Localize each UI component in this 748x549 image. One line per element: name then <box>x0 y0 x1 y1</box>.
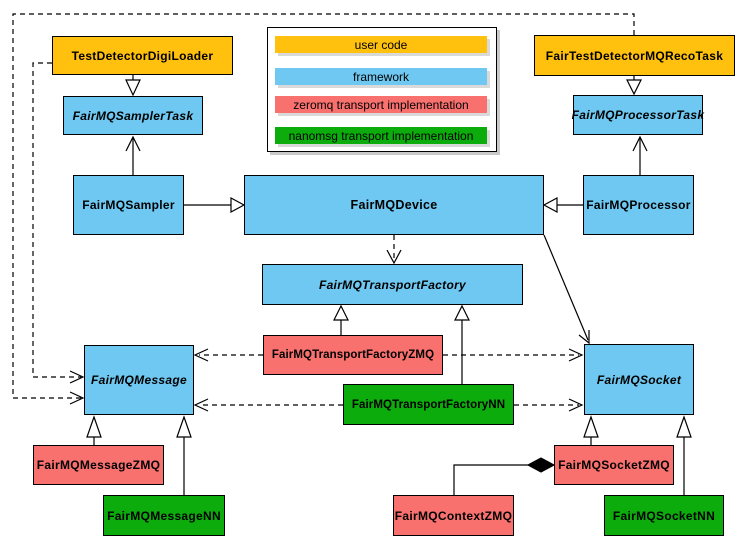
arrow-device-to-socket <box>543 234 590 345</box>
node-fairmqprocessortask: FairMQProcessorTask <box>572 95 704 135</box>
generalization-processor-device <box>542 196 583 214</box>
node-fairmqtransportfactoryzmq: FairMQTransportFactoryZMQ <box>263 335 443 375</box>
node-fairmqsocket: FairMQSocket <box>584 344 694 415</box>
node-fairmqmessage: FairMQMessage <box>84 345 194 415</box>
node-fairmqprocessor: FairMQProcessor <box>583 175 694 235</box>
arrow-processor-to-processortask <box>632 135 648 175</box>
node-testdetectordigiloader: TestDetectorDigiLoader <box>52 36 233 75</box>
dependency-recotask-to-message <box>12 13 635 405</box>
legend-item-framework: framework <box>275 68 487 85</box>
generalization-socketnn-socket <box>676 415 692 495</box>
dependency-digiloader-to-message <box>32 62 85 384</box>
node-fairmqsampler: FairMQSampler <box>73 175 184 235</box>
node-fairmqtransportfactorynn: FairMQTransportFactoryNN <box>343 384 514 425</box>
dependency-factorynn-to-socket <box>514 398 584 412</box>
generalization-messagezmq-message <box>86 415 102 445</box>
node-fairmqmessagenn: FairMQMessageNN <box>103 495 225 536</box>
arrow-sampler-to-samplertask <box>125 135 141 175</box>
dependency-factorynn-to-message <box>193 398 343 412</box>
legend-item-user-code: user code <box>275 36 487 53</box>
dependency-device-to-transportfactory <box>386 235 402 265</box>
node-fairmqmessagezmq: FairMQMessageZMQ <box>33 445 164 485</box>
node-fairtestdetectormqrecotask: FairTestDetectorMQRecoTask <box>534 35 735 76</box>
generalization-recotask-processortask <box>626 76 642 96</box>
generalization-messagenn-message <box>176 415 192 495</box>
legend: user code framework zeromq transport imp… <box>267 27 497 152</box>
generalization-socketzmq-socket <box>583 415 599 445</box>
node-fairmqsamplertask: FairMQSamplerTask <box>63 96 203 135</box>
dependency-factoryzmq-to-message <box>193 348 263 362</box>
legend-item-nanomsg: nanomsg transport implementation <box>275 127 487 144</box>
generalization-factorynn-factory <box>454 304 470 384</box>
node-fairmqcontextzmq: FairMQContextZMQ <box>393 495 514 536</box>
generalization-factoryzmq-factory <box>333 304 349 335</box>
composition-socketzmq-contextzmq <box>453 457 556 495</box>
legend-item-zeromq: zeromq transport implementation <box>275 96 487 113</box>
node-fairmqsocketnn: FairMQSocketNN <box>604 495 724 536</box>
node-fairmqtransportfactory: FairMQTransportFactory <box>262 264 523 305</box>
node-fairmqsocketzmq: FairMQSocketZMQ <box>554 445 674 485</box>
generalization-digiloader-samplertask <box>125 75 141 97</box>
generalization-sampler-device <box>184 196 246 214</box>
dependency-factoryzmq-to-socket <box>443 348 584 362</box>
node-fairmqdevice: FairMQDevice <box>244 175 544 235</box>
